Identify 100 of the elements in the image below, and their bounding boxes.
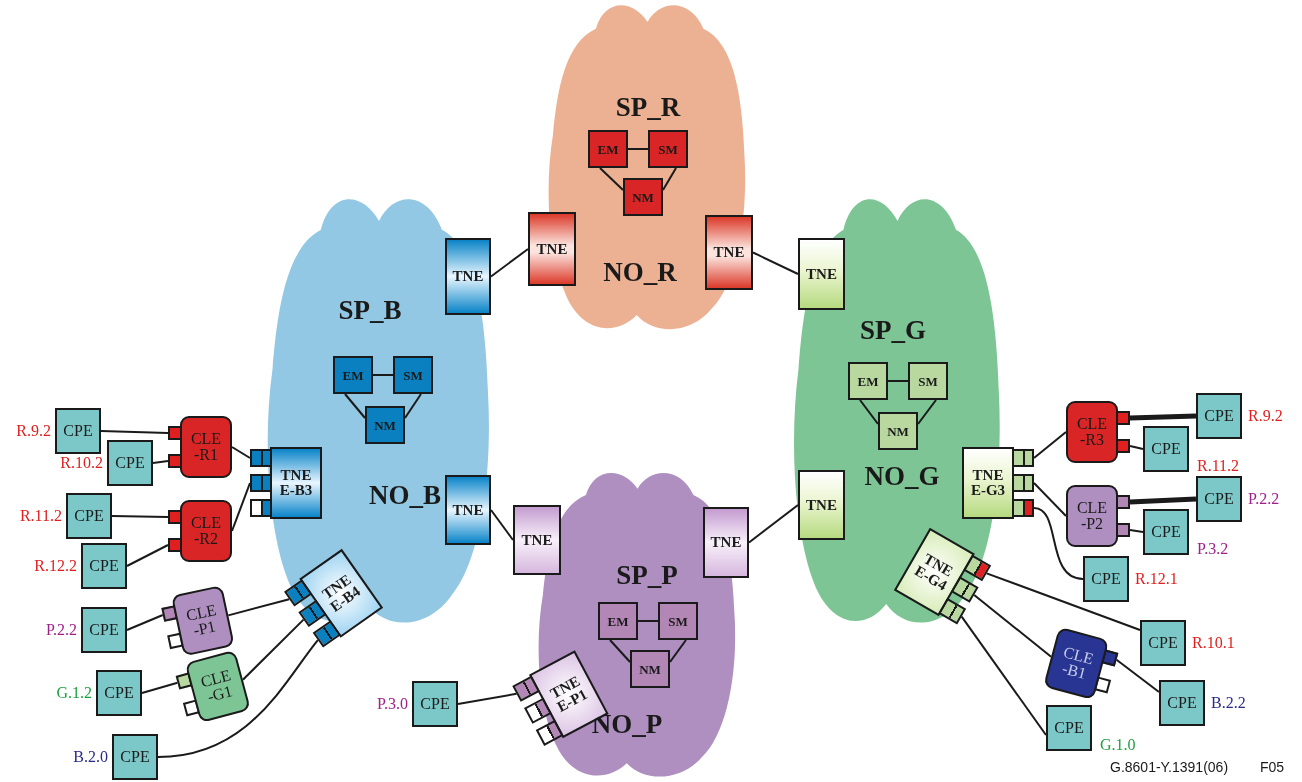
equipment-box: CPE bbox=[1196, 476, 1242, 522]
equipment-box: TNE bbox=[528, 212, 576, 286]
equipment-box: CPE bbox=[81, 543, 127, 589]
connection-line bbox=[1033, 507, 1084, 580]
manager-box: EM bbox=[588, 130, 628, 168]
manager-box: EM bbox=[848, 362, 888, 400]
connection-line bbox=[985, 572, 1141, 631]
service-label: R.11.2 bbox=[19, 507, 62, 525]
equipment-box: TNE bbox=[513, 505, 561, 575]
equipment-box: CPE bbox=[96, 670, 142, 716]
connection-line bbox=[1129, 445, 1144, 450]
connection-line bbox=[372, 374, 394, 376]
connection-line bbox=[241, 618, 305, 681]
equipment-box: TNE bbox=[703, 507, 749, 578]
connection-line bbox=[609, 639, 631, 663]
connection-line bbox=[1129, 529, 1144, 533]
cloud-label: SP_G bbox=[860, 314, 926, 346]
connection-line bbox=[1129, 413, 1197, 421]
equipment-box: TNE bbox=[705, 215, 753, 290]
equipment-box: TNE bbox=[445, 238, 491, 315]
equipment-box: CPE bbox=[1196, 393, 1242, 439]
service-label: P.3.2 bbox=[1197, 540, 1229, 558]
connection-line bbox=[404, 393, 422, 419]
equipment-box: CPE bbox=[66, 493, 112, 539]
equipment-box: CPE bbox=[412, 681, 458, 727]
connection-line bbox=[627, 148, 649, 150]
equipment-box: CLE -P1 bbox=[171, 585, 235, 657]
connection-line bbox=[1129, 496, 1197, 505]
service-label: R.10.1 bbox=[1192, 634, 1235, 652]
connection-line bbox=[662, 167, 677, 191]
connection-line bbox=[344, 393, 366, 419]
service-label: B.2.0 bbox=[73, 748, 108, 766]
connection-line bbox=[1033, 482, 1067, 517]
equipment-box: CLE -P2 bbox=[1066, 485, 1118, 547]
cloud-label: NO_B bbox=[369, 479, 441, 511]
connection-line bbox=[637, 620, 659, 622]
equipment-box: CPE bbox=[1143, 509, 1189, 555]
service-label: G.1.2 bbox=[56, 684, 92, 702]
connection-line bbox=[152, 460, 169, 464]
cloud-label: NO_G bbox=[864, 460, 940, 492]
equipment-box: TNE E-G3 bbox=[962, 447, 1014, 519]
cloud-label: NO_R bbox=[603, 256, 677, 288]
equipment-box: CPE bbox=[1046, 705, 1092, 751]
equipment-box: CPE bbox=[81, 607, 127, 653]
equipment-box: TNE bbox=[445, 475, 491, 545]
equipment-box: CPE bbox=[107, 440, 153, 486]
service-label: R.11.2 bbox=[1197, 457, 1240, 475]
service-label: R.9.2 bbox=[16, 422, 51, 440]
cloud-label: SP_R bbox=[615, 91, 681, 123]
connection-line bbox=[973, 594, 1053, 658]
connection-line bbox=[141, 681, 179, 694]
equipment-box: CPE bbox=[1159, 680, 1205, 726]
connection-line bbox=[111, 515, 169, 518]
connection-line bbox=[100, 430, 169, 434]
manager-box: NM bbox=[365, 406, 405, 444]
service-label: P.3.0 bbox=[376, 695, 408, 713]
manager-box: SM bbox=[393, 356, 433, 394]
connection-line bbox=[599, 167, 624, 191]
connection-line bbox=[126, 544, 169, 567]
equipment-box: CPE bbox=[112, 734, 158, 780]
connection-line bbox=[748, 504, 799, 544]
service-label: R.12.2 bbox=[34, 557, 77, 575]
service-label: P.2.2 bbox=[45, 621, 77, 639]
equipment-box: CLE -R2 bbox=[180, 500, 232, 562]
equipment-box: CLE -R1 bbox=[180, 416, 232, 478]
equipment-box: TNE bbox=[798, 470, 845, 540]
service-label: G.1.0 bbox=[1100, 736, 1136, 754]
cloud-label: SP_B bbox=[338, 294, 402, 326]
connection-line bbox=[669, 639, 687, 663]
manager-box: SM bbox=[658, 602, 698, 640]
figure-id: G.8601-Y.1391(06) bbox=[1110, 759, 1229, 775]
connection-line bbox=[231, 446, 251, 459]
equipment-box: CPE bbox=[1083, 556, 1129, 602]
equipment-box: CLE -R3 bbox=[1066, 401, 1118, 463]
service-label: R.10.2 bbox=[60, 454, 103, 472]
connection-line bbox=[1033, 431, 1067, 459]
connection-line bbox=[490, 248, 529, 278]
manager-box: SM bbox=[908, 362, 948, 400]
connection-line bbox=[887, 380, 909, 382]
connection-line bbox=[917, 399, 937, 425]
manager-box: SM bbox=[648, 130, 688, 168]
connection-line bbox=[157, 639, 319, 758]
cloud-label: SP_P bbox=[616, 559, 678, 591]
equipment-box: CPE bbox=[1143, 426, 1189, 472]
equipment-box: CLE -B1 bbox=[1043, 626, 1110, 701]
connection-line bbox=[231, 482, 251, 532]
service-label: P.2.2 bbox=[1248, 490, 1280, 508]
connection-line bbox=[490, 509, 514, 541]
connection-line bbox=[859, 399, 879, 425]
connection-line bbox=[457, 692, 518, 705]
manager-box: NM bbox=[630, 650, 670, 688]
equipment-box: CPE bbox=[55, 408, 101, 454]
figure-id: F05 bbox=[1260, 759, 1285, 775]
equipment-box: TNE bbox=[798, 238, 845, 310]
manager-box: EM bbox=[598, 602, 638, 640]
equipment-box: CLE -G1 bbox=[184, 649, 251, 724]
connection-line bbox=[752, 251, 799, 275]
service-label: B.2.2 bbox=[1211, 694, 1246, 712]
manager-box: EM bbox=[333, 356, 373, 394]
manager-box: NM bbox=[878, 412, 918, 450]
